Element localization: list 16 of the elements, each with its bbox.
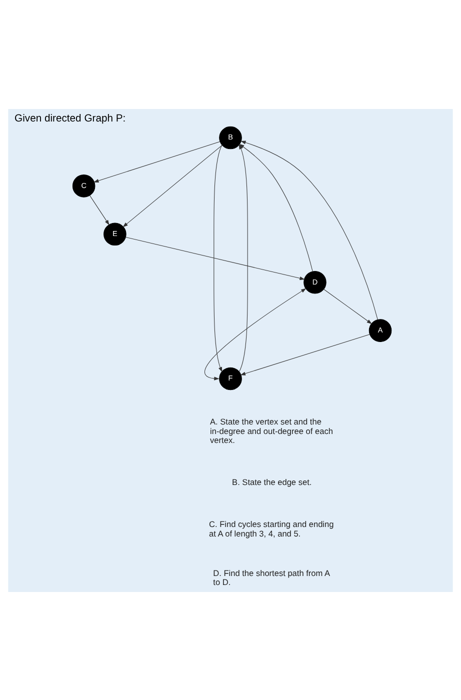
arrow: [94, 140, 220, 182]
arrow: [238, 144, 248, 372]
arrow: [240, 334, 370, 375]
arrow: [240, 140, 378, 320]
arrow: [324, 288, 372, 324]
diagram-title: Given directed Graph P:: [14, 112, 126, 124]
label: B. State the edge set.: [232, 476, 312, 487]
arrow: [239, 143, 313, 272]
arrow: [90, 194, 110, 225]
label: D. Find the shortest path from A to D.: [213, 567, 330, 587]
arrow: [214, 144, 222, 372]
arrow: [204, 288, 306, 380]
label: C. Find cycles starting and ending at A of length 3, 4, and 5.: [208, 518, 334, 538]
arrow: [122, 144, 222, 227]
arrow: [125, 236, 305, 280]
label: A. State the vertex set and the in-degree and out-degree of each vertex.: [210, 416, 333, 445]
